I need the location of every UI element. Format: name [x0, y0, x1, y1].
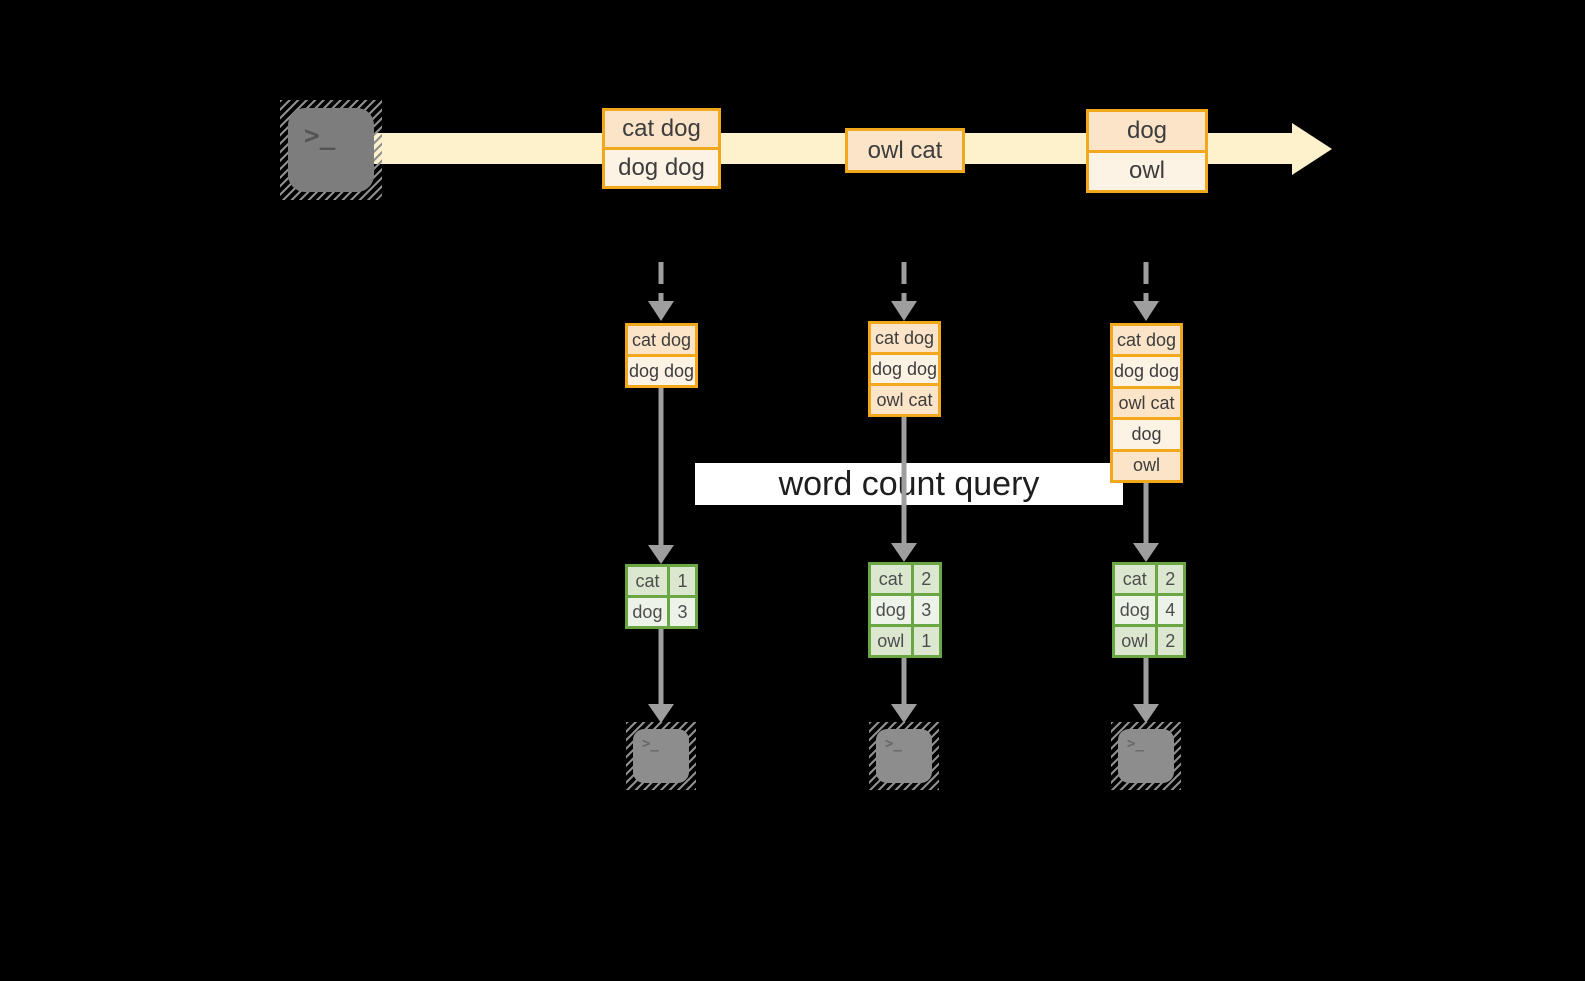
stream-batch-1: cat dog dog dog: [602, 108, 721, 189]
sink-terminal-icon-3: >_: [1111, 722, 1181, 790]
table-row: dog 3: [871, 596, 939, 624]
query-banner: word count query: [695, 463, 1123, 505]
ingest-arrow-2: [891, 262, 917, 321]
table-row: dog 4: [1115, 596, 1183, 624]
terminal-prompt-glyph: >_: [304, 121, 336, 151]
stack-record: dog dog: [871, 355, 938, 383]
sink-terminal-icon-2: >_: [869, 722, 939, 790]
word-count-table-1: cat 1 dog 3: [625, 564, 698, 629]
stack-record: cat dog: [871, 324, 938, 352]
count-cell: 1: [913, 627, 939, 655]
query-banner-label: word count query: [778, 464, 1040, 503]
word-cell: owl: [1115, 627, 1155, 655]
count-cell: 3: [669, 598, 695, 626]
count-cell: 3: [913, 596, 939, 624]
table-row: owl 2: [1115, 627, 1183, 655]
sink-terminal-icon-1: >_: [626, 722, 696, 790]
stack-record: owl: [1113, 451, 1180, 481]
stack-record: dog dog: [1113, 357, 1180, 386]
count-cell: 2: [1157, 627, 1183, 655]
query-arrow-1: [648, 388, 674, 564]
stack-record: dog dog: [628, 357, 695, 385]
word-cell: dog: [1115, 596, 1155, 624]
ingest-arrow-1: [648, 262, 674, 321]
table-row: cat 2: [871, 565, 939, 593]
terminal-screen: >_: [288, 108, 374, 192]
table-row: cat 1: [628, 567, 695, 595]
count-cell: 2: [913, 565, 939, 593]
buffered-records-stack-2: cat dog dog dog owl cat: [868, 321, 941, 417]
terminal-prompt-glyph: >_: [885, 736, 902, 752]
terminal-screen: >_: [876, 729, 932, 783]
terminal-screen: >_: [633, 729, 689, 783]
terminal-prompt-glyph: >_: [642, 736, 659, 752]
terminal-screen: >_: [1118, 729, 1174, 783]
word-cell: dog: [871, 596, 911, 624]
output-arrow-3: [1133, 658, 1159, 723]
word-cell: dog: [628, 598, 667, 626]
ingest-arrow-3: [1133, 262, 1159, 321]
word-cell: cat: [871, 565, 911, 593]
terminal-prompt-glyph: >_: [1127, 736, 1144, 752]
stream-record: dog dog: [605, 150, 718, 186]
stack-record: owl cat: [1113, 388, 1180, 418]
stack-record: dog: [1113, 420, 1180, 449]
stream-batch-2: owl cat: [845, 128, 965, 173]
source-terminal-icon: >_: [280, 100, 382, 200]
word-count-table-3: cat 2 dog 4 owl 2: [1112, 562, 1186, 658]
stream-record: dog: [1089, 112, 1205, 150]
stream-record: cat dog: [605, 111, 718, 147]
stack-record: owl cat: [871, 386, 938, 414]
stack-record: cat dog: [628, 326, 695, 354]
query-arrow-3: [1133, 483, 1159, 562]
count-cell: 1: [669, 567, 695, 595]
word-cell: owl: [871, 627, 911, 655]
word-count-table-2: cat 2 dog 3 owl 1: [868, 562, 942, 658]
count-cell: 4: [1157, 596, 1183, 624]
output-arrow-1: [648, 629, 674, 723]
word-cell: cat: [1115, 565, 1155, 593]
stream-arrowhead-icon: [1292, 123, 1332, 175]
word-cell: cat: [628, 567, 667, 595]
stream-batch-3: dog owl: [1086, 109, 1208, 193]
stream-record: owl cat: [848, 131, 962, 170]
buffered-records-stack-3: cat dog dog dog owl cat dog owl: [1110, 323, 1183, 483]
output-arrow-2: [891, 658, 917, 723]
buffered-records-stack-1: cat dog dog dog: [625, 323, 698, 388]
count-cell: 2: [1157, 565, 1183, 593]
table-row: cat 2: [1115, 565, 1183, 593]
table-row: owl 1: [871, 627, 939, 655]
stream-record: owl: [1089, 152, 1205, 190]
table-row: dog 3: [628, 598, 695, 626]
stack-record: cat dog: [1113, 326, 1180, 355]
